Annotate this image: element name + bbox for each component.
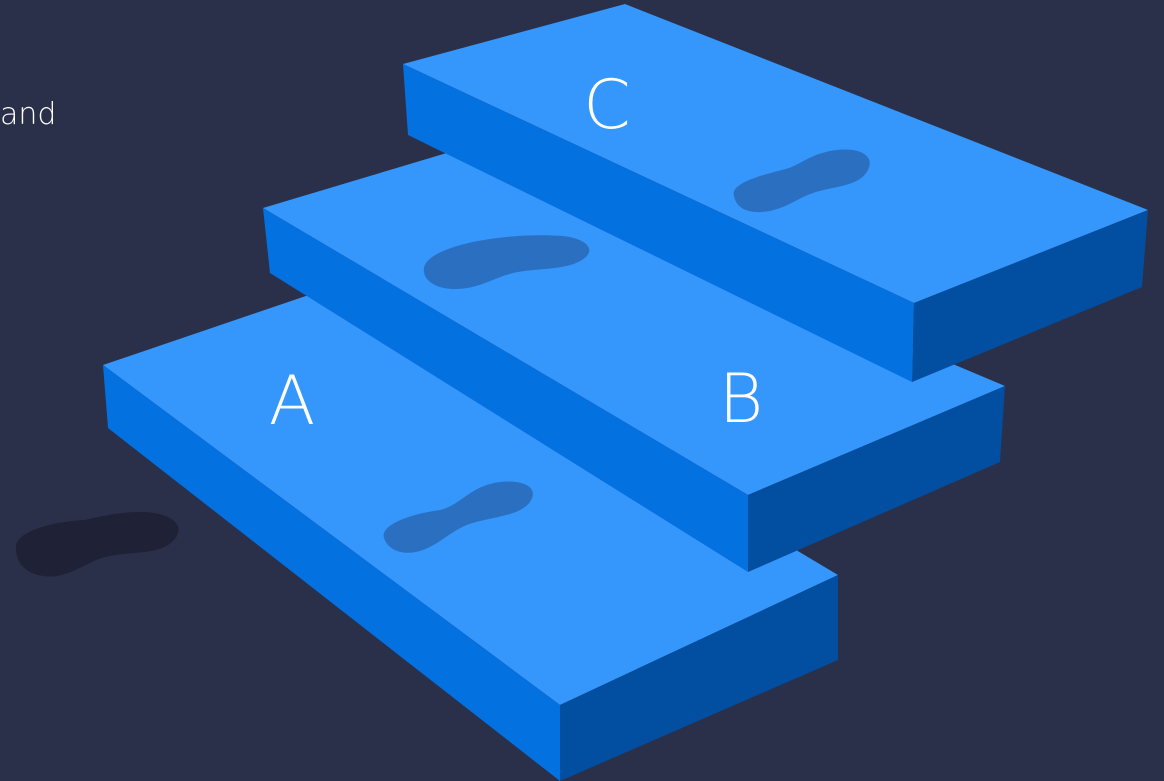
ground-footprint-icon [16, 512, 179, 577]
step-c-label: C [583, 66, 630, 145]
step-a-label: A [269, 362, 316, 441]
step-b-label: B [719, 360, 764, 439]
